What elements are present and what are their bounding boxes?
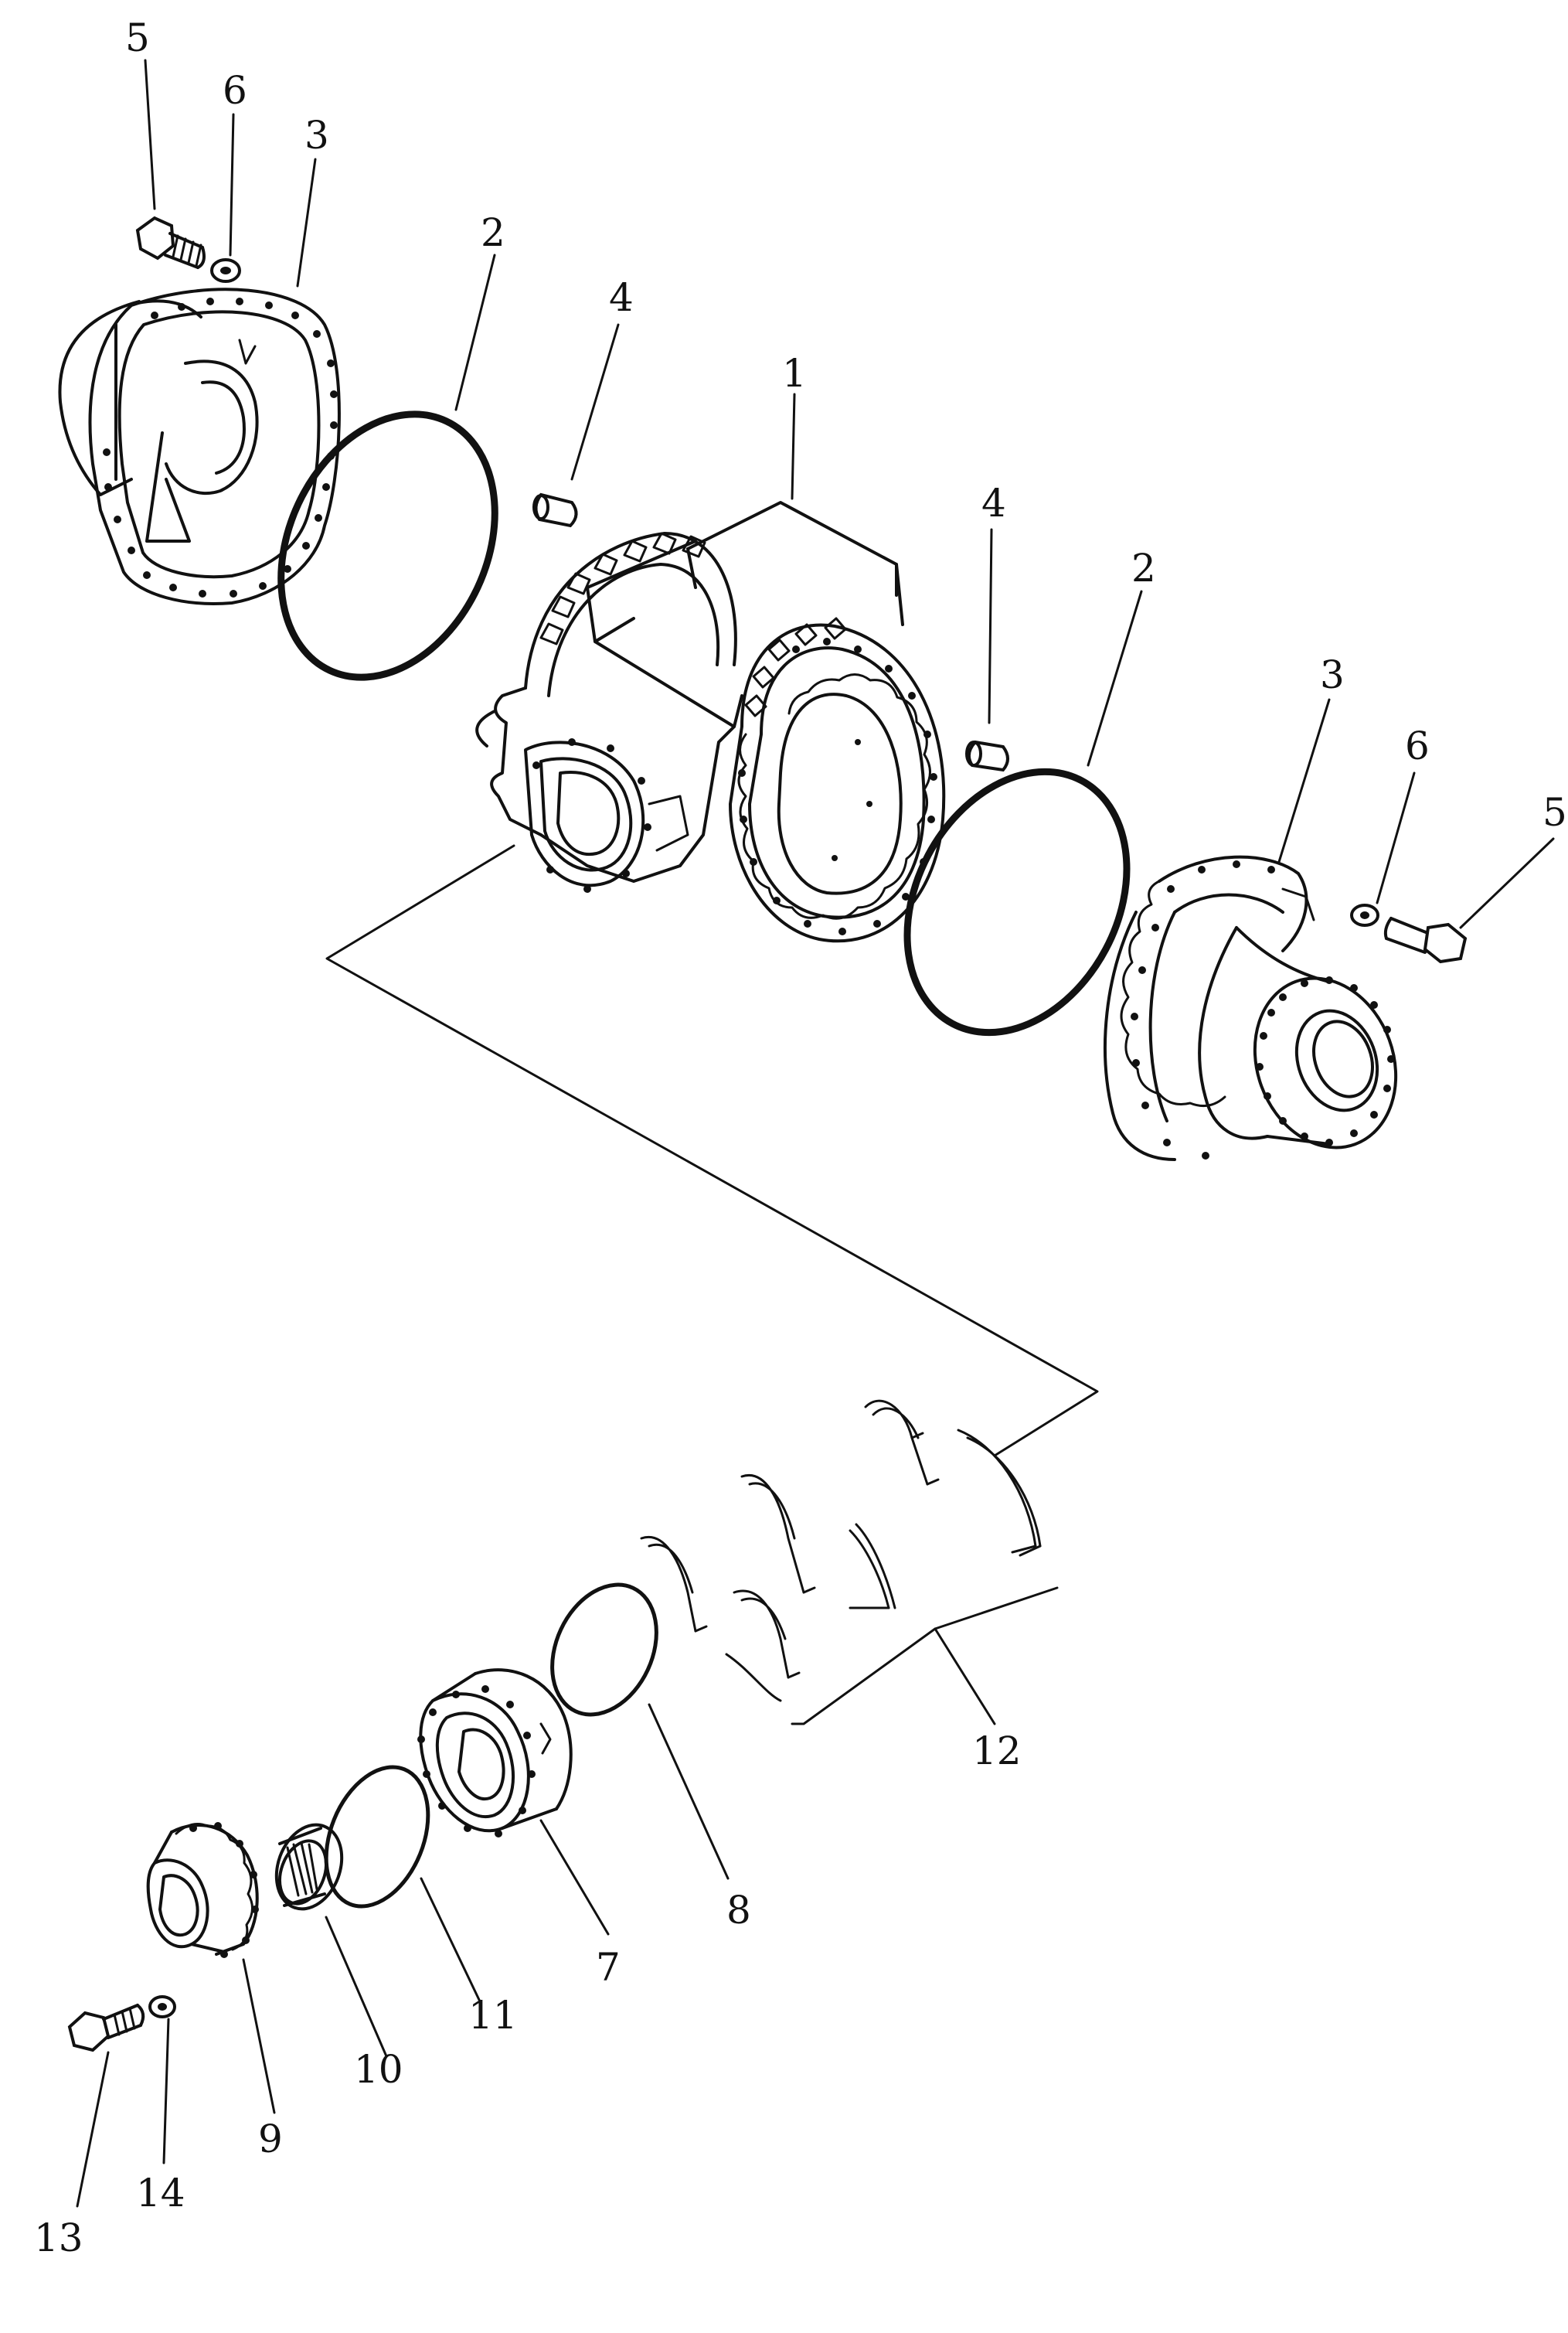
label-13: 13 xyxy=(34,2215,83,2260)
label-1: 1 xyxy=(782,351,807,396)
o-ring-top-left xyxy=(277,410,498,681)
washer-14 xyxy=(148,1995,176,2018)
label-2-right: 2 xyxy=(1131,546,1156,591)
bolt-13 xyxy=(67,2004,145,2052)
label-11: 11 xyxy=(468,1993,518,2038)
label-4-right: 4 xyxy=(981,481,1006,526)
label-5-top-left: 5 xyxy=(125,15,150,60)
bolt-right xyxy=(1383,917,1468,964)
label-8: 8 xyxy=(726,1888,751,1933)
o-ring-8 xyxy=(550,1582,658,1717)
label-2-top-left: 2 xyxy=(481,210,505,255)
cover-right xyxy=(1104,855,1398,1161)
leader-lines xyxy=(76,59,1555,2208)
label-7: 7 xyxy=(596,1945,621,1990)
dowel-pin-top xyxy=(532,492,578,528)
label-6-right: 6 xyxy=(1405,724,1430,768)
dowel-pin-right xyxy=(965,740,1009,772)
axle-housing xyxy=(475,501,946,943)
label-9: 9 xyxy=(258,2117,283,2161)
label-12: 12 xyxy=(972,1728,1022,1773)
label-6-top-left: 6 xyxy=(223,68,247,113)
washer-top-left xyxy=(210,258,241,283)
assembly-bracket xyxy=(325,844,1099,1457)
oil-seal xyxy=(274,1823,344,1911)
o-ring-11 xyxy=(324,1765,430,1909)
label-14: 14 xyxy=(136,2171,185,2215)
shim-set xyxy=(640,1399,1042,1702)
label-3-right: 3 xyxy=(1320,652,1345,697)
cover-9 xyxy=(146,1822,259,1958)
label-3-top-left: 3 xyxy=(304,113,329,158)
bolt-top-left xyxy=(135,216,206,269)
cover-top-left xyxy=(58,288,341,605)
label-5-right: 5 xyxy=(1542,790,1567,835)
label-10: 10 xyxy=(354,2047,403,2092)
washer-right xyxy=(1350,904,1379,927)
bearing-cage xyxy=(417,1668,573,1837)
o-ring-right xyxy=(903,768,1131,1037)
label-4-top: 4 xyxy=(609,275,634,320)
